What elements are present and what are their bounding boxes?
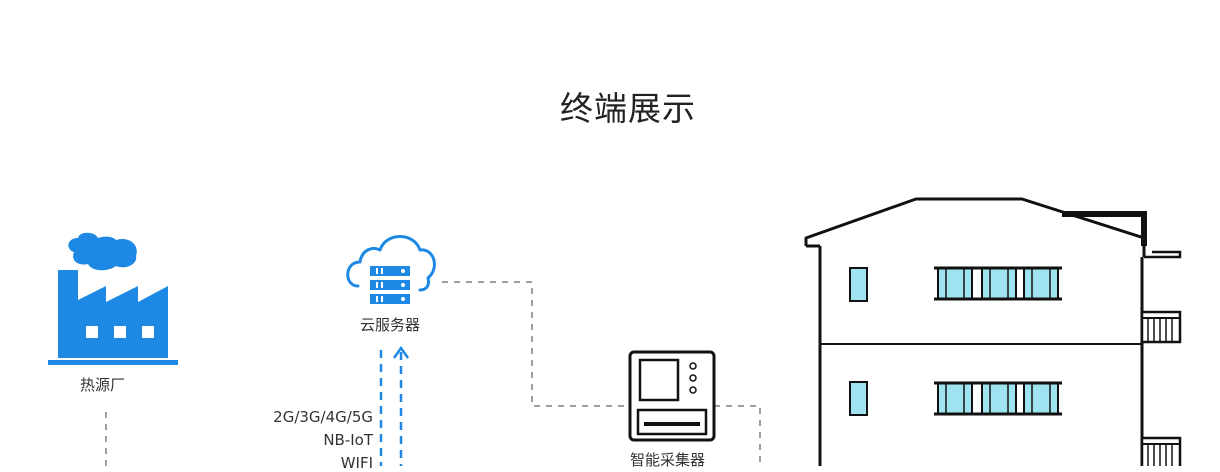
cloud-label: 云服务器 [360, 316, 421, 334]
collector-device-icon [628, 350, 716, 442]
factory-window [86, 326, 98, 338]
network-label-cellular: 2G/3G/4G/5G [273, 408, 373, 426]
building-window [849, 267, 868, 302]
factory-icon [48, 232, 178, 365]
network-arrows [379, 345, 410, 466]
factory-smoke [68, 232, 137, 271]
factory-window [114, 326, 126, 338]
page-title: 终端展示 [560, 89, 696, 128]
collector-building-connector [714, 405, 761, 466]
cloud-server-icon [346, 235, 436, 304]
server-unit [370, 280, 410, 290]
factory-building [58, 270, 168, 358]
cloud-collector-connector [442, 281, 632, 407]
collector-label: 智能采集器 [630, 451, 706, 469]
factory-window [142, 326, 154, 338]
network-label-wifi: WIFI [340, 454, 373, 472]
building-window-group [934, 381, 1062, 416]
building-balcony [1140, 310, 1182, 344]
building-icon [804, 197, 1182, 466]
arrow-head-icon [392, 345, 410, 359]
server-unit [370, 294, 410, 304]
cloud-outline [346, 235, 436, 292]
building-window-group [934, 266, 1062, 301]
network-label-nbiot: NB-IoT [323, 431, 373, 449]
building-balcony [1140, 436, 1182, 466]
factory-ground [48, 360, 178, 365]
building-window [849, 381, 868, 416]
server-unit [370, 266, 410, 276]
factory-label: 热源厂 [80, 376, 126, 394]
